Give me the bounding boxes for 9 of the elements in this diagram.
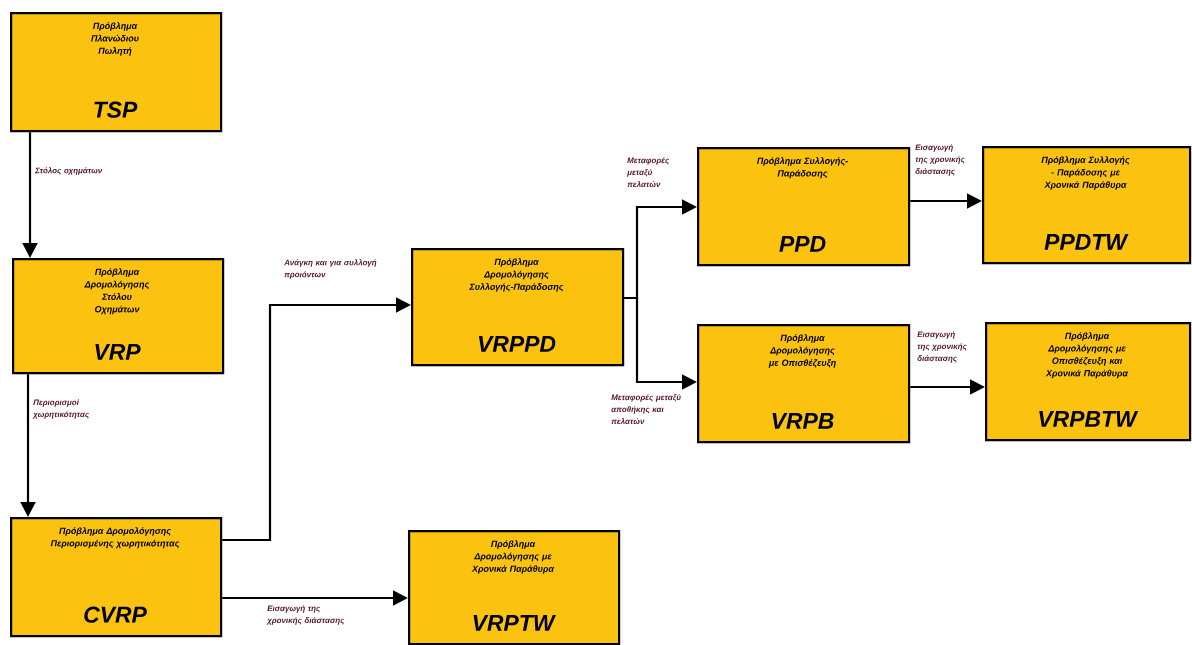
process-box: Πρόβλημα Συλλογής-Παράδοσης PPD <box>697 147 911 267</box>
process-box: Πρόβλημα Δρομολόγησης με Οπισθέζευξη και Χρονικά Παράθυρα VRPBTW <box>985 322 1192 442</box>
process-box: Πρόβλημα Δρομολόγησης Συλλογής-Παράδοσης VRPPD <box>411 248 625 367</box>
process-box: Πρόβλημα Συλλογής - Παράδοσης με Χρονικά Παράθυρα PPDTW <box>982 146 1192 265</box>
process-box: Πρόβλημα Δρομολόγησης Στόλου Οχημάτων VRP <box>12 258 225 375</box>
process-box: Πρόβλημα Δρομολόγησης Περιορισμένης χωρητικότητας CVRP <box>10 517 223 638</box>
process-box: Πρόβλημα Πλανώδιου Πωλητή TSP <box>10 12 223 133</box>
process-box: Πρόβλημα Δρομολόγησης με Χρονικά Παράθυρα VRPTW <box>408 530 621 645</box>
process-box: Πρόβλημα Δρομολόγησης με Οπισθέζευξη VRPB <box>697 324 911 444</box>
